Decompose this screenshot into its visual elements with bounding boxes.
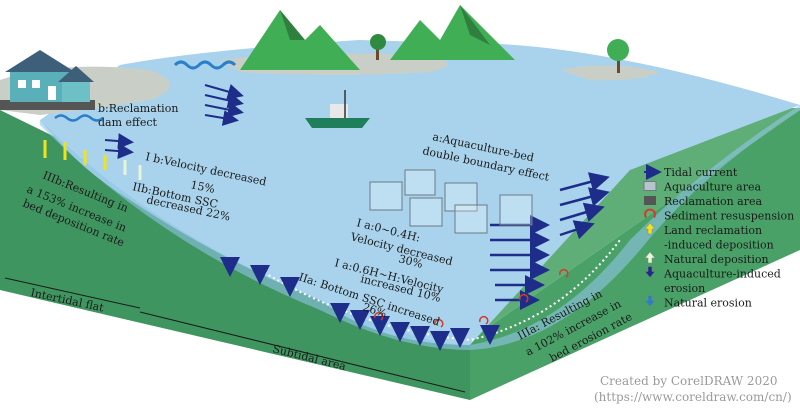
legend-item-label: Aquaculture area	[663, 181, 761, 194]
tree-icon-2	[607, 39, 629, 73]
mountains-icon	[240, 5, 515, 70]
label-ib-line2: 15%	[189, 178, 216, 196]
sediment-resuspension-icon	[644, 208, 656, 219]
label-b-line2: dam effect	[98, 116, 158, 129]
right-island-sand	[560, 65, 660, 81]
deposition-arrows	[43, 140, 142, 180]
aquaculture-erosion-icon	[644, 266, 656, 278]
label-ia1-line3: 30%	[397, 252, 424, 271]
land-reclamation-deposition-icon	[644, 222, 656, 235]
credit-line1: Created by CorelDRAW 2020	[600, 374, 777, 388]
legend-item-label: -induced deposition	[664, 239, 774, 252]
label-b-line1: b:Reclamation	[98, 102, 178, 115]
legend-item-label: Land reclamation	[664, 224, 762, 237]
legend-item-label: Natural deposition	[664, 253, 769, 266]
tree-icon	[370, 34, 386, 60]
house-icon	[0, 50, 95, 110]
legend-item-label: Sediment resuspension	[664, 210, 794, 223]
natural-erosion-arrows	[220, 257, 450, 351]
sediment-resuspension-marks	[374, 268, 569, 328]
legend-item-label: Reclamation area	[664, 195, 762, 208]
credit-line2: (https://www.coreldraw.com/cn/)	[594, 390, 792, 404]
legend-item-label: Aquaculture-induced	[663, 268, 781, 281]
dimension-lines	[4, 277, 466, 393]
legend-item-label: erosion	[664, 282, 705, 295]
reclamation-current-arrows	[104, 84, 244, 160]
aquaculture-cages	[369, 169, 533, 234]
wave-shore	[54, 114, 104, 122]
legend-item-label: Natural erosion	[664, 297, 752, 310]
natural-deposition-icon	[644, 251, 656, 264]
seabed-sediment-line	[259, 239, 621, 342]
fishing-boat-icon	[305, 90, 370, 128]
aquaculture-area-icon	[643, 181, 657, 191]
wave-left	[173, 60, 237, 70]
natural-erosion-icon	[644, 295, 656, 307]
legend-item-label: Tidal current	[664, 166, 738, 179]
aquaculture-erosion-arrows	[330, 303, 500, 348]
reclamation-area-icon	[644, 196, 656, 205]
